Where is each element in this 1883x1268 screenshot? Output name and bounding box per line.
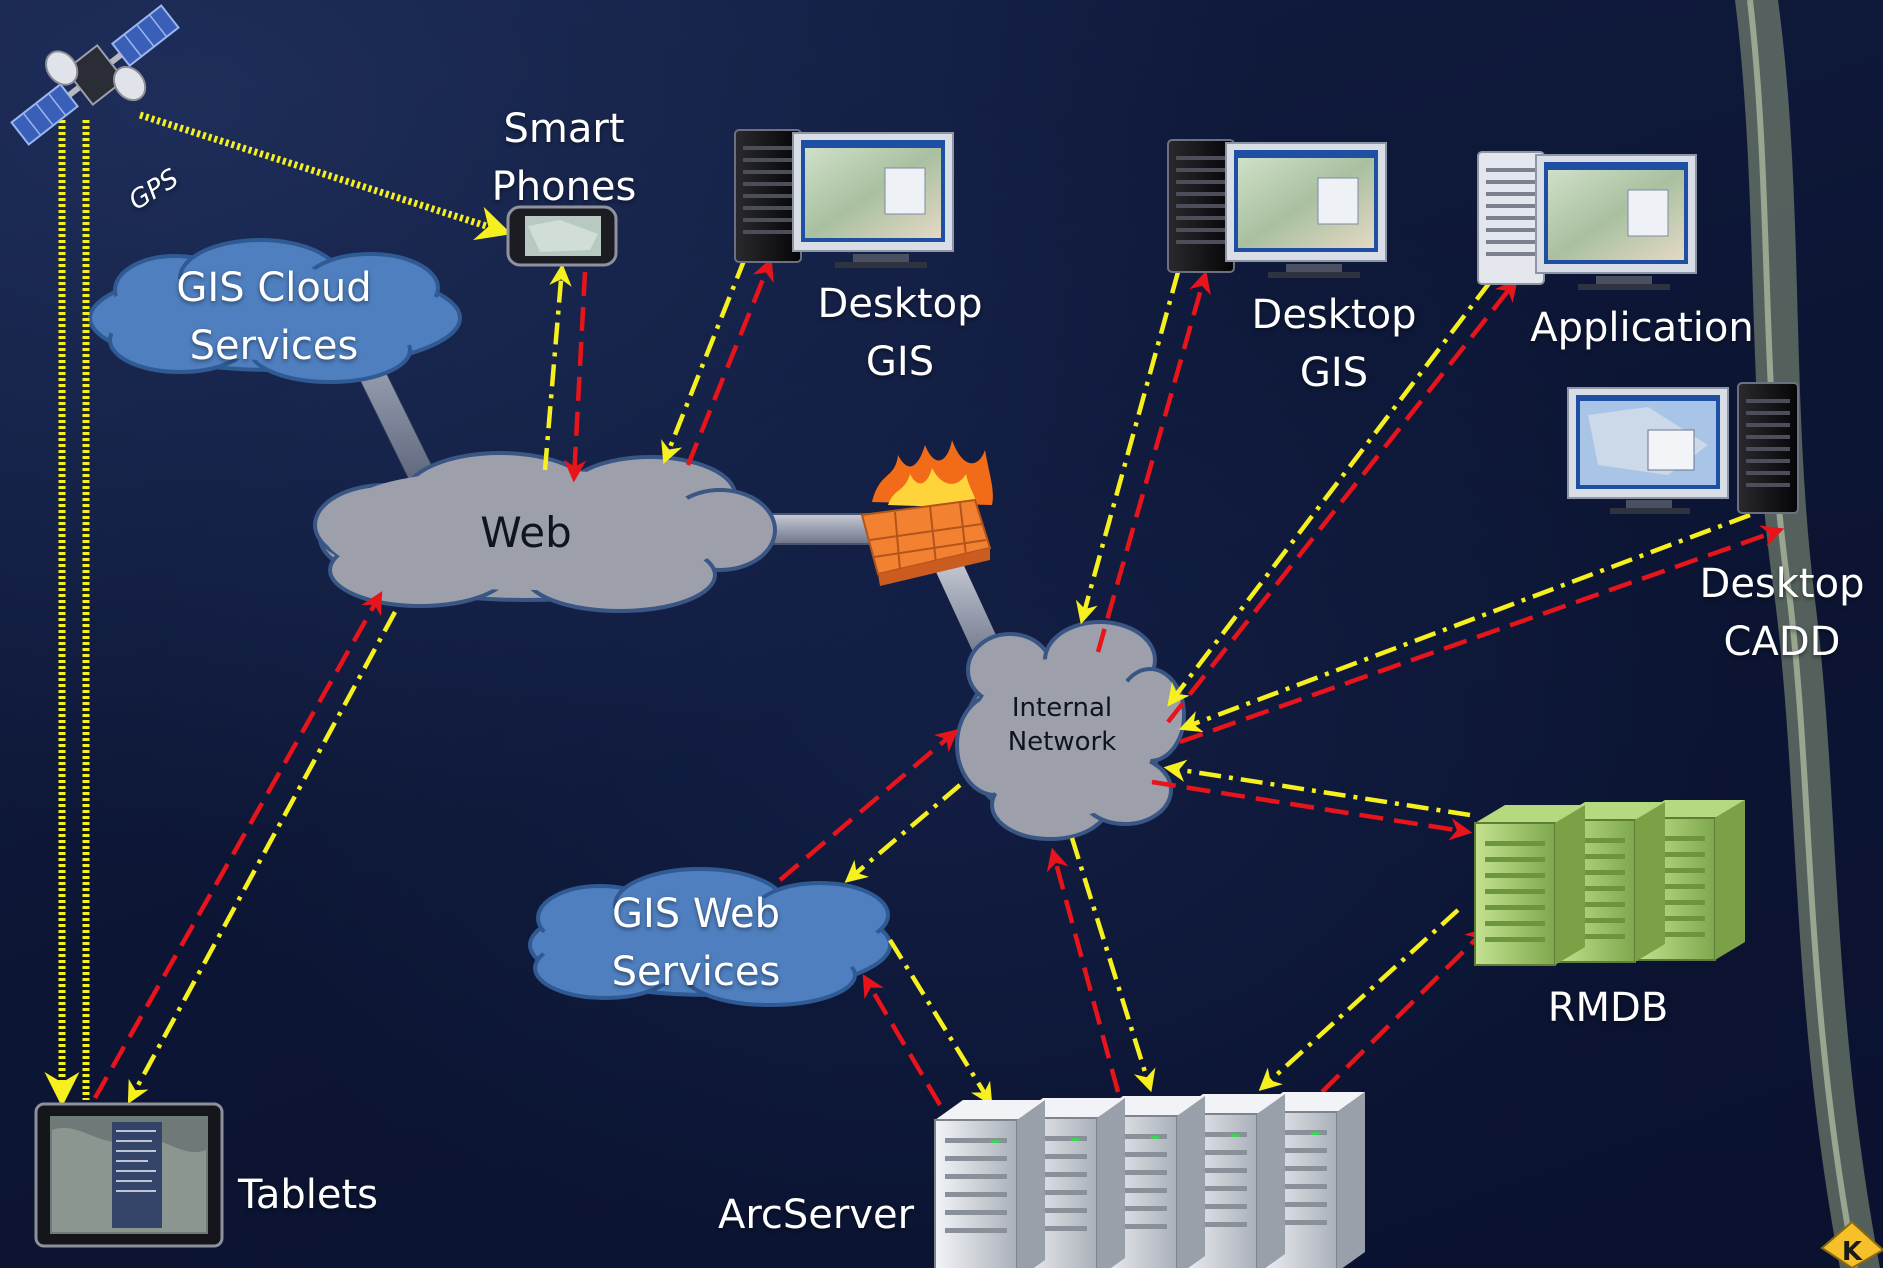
internal-network-label: Internal Network <box>1007 693 1117 757</box>
k-logo-icon: K <box>1820 1220 1883 1268</box>
server-rack-icon <box>934 1100 1045 1268</box>
desktop-gis-label-1: Desktop GIS <box>817 281 983 385</box>
desktop-gis-label-2: Desktop GIS <box>1251 292 1417 396</box>
arcserver-label: ArcServer <box>717 1192 915 1238</box>
smart-phones-label: Smart Phones <box>491 106 637 210</box>
response-arrows <box>127 257 1751 1106</box>
server-rack-icon <box>1474 805 1585 966</box>
tablet-icon <box>34 1102 224 1248</box>
tablets-label: Tablets <box>238 1172 378 1218</box>
rmdb-server-group <box>1474 800 1745 966</box>
desktop-computer-icon <box>1167 139 1387 278</box>
decorative-band <box>1735 0 1880 1268</box>
desktop-cadd-label: Desktop CADD <box>1699 561 1865 665</box>
request-arrows <box>93 257 1785 1107</box>
gis-cloud-services-label: GIS Cloud Services <box>176 265 372 369</box>
smartphone-icon <box>506 205 618 267</box>
web-cloud <box>313 451 777 613</box>
firewall-icon <box>860 440 993 586</box>
desktop-computer-icon <box>1567 382 1799 514</box>
desktop-computer-icon <box>1477 151 1697 290</box>
server-rack-icon <box>1634 800 1745 961</box>
gis-web-services-label: GIS Web Services <box>611 891 781 995</box>
gis-web-services-cloud <box>528 867 892 1007</box>
application-label: Application <box>1530 305 1754 351</box>
svg-text:K: K <box>1842 1237 1863 1267</box>
rmdb-label: RMDB <box>1547 985 1669 1031</box>
arcserver-server-group <box>934 1092 1365 1268</box>
satellite-icon <box>10 4 180 146</box>
desktop-computer-icon <box>734 129 954 268</box>
internal-network-cloud <box>955 620 1186 841</box>
gis-cloud-services-cloud <box>88 238 462 384</box>
web-label: Web <box>480 508 572 557</box>
gps-links <box>44 111 512 1107</box>
